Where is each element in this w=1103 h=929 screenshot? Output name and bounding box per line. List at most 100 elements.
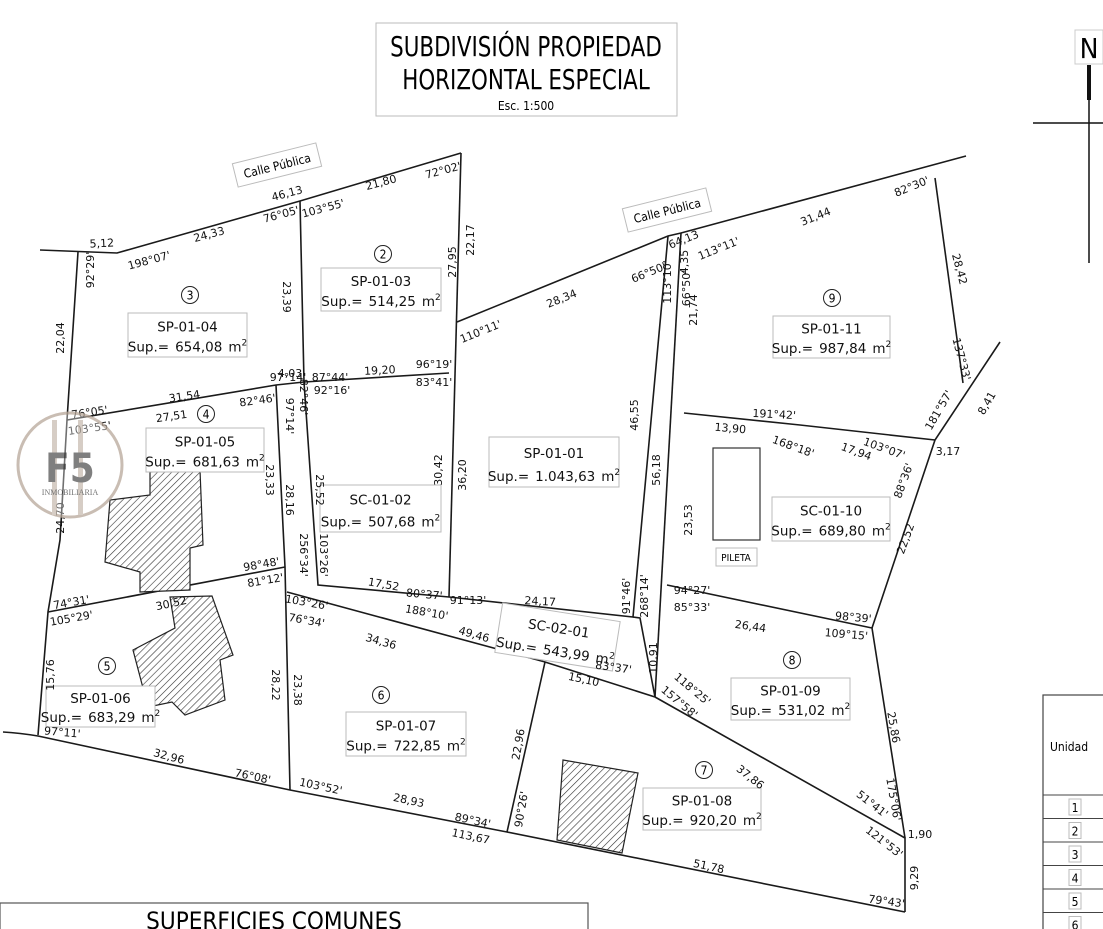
length-dimension: 15,10 xyxy=(567,670,601,689)
unit-code: SP-01-03 xyxy=(351,274,412,290)
length-dimension: 27,95 xyxy=(446,246,459,278)
area-exponent: 2 xyxy=(885,340,891,350)
length-dimension: 22,52 xyxy=(894,522,917,556)
street-label-2: Calle Pública xyxy=(621,187,713,233)
units-table-row: 4 xyxy=(1072,872,1079,886)
length-dimension: 28,16 xyxy=(283,484,296,516)
area-value: 654,08 xyxy=(175,340,222,356)
length-dimension: 23,38 xyxy=(291,674,304,706)
area-unit: m xyxy=(872,524,885,540)
lot-number-circle xyxy=(181,286,199,304)
area-prefix: Sup.= xyxy=(772,341,813,357)
scale-label: Esc. 1:500 xyxy=(498,99,554,113)
angle-dimension: 113°11' xyxy=(696,235,741,263)
angle-dimension: 91°13' xyxy=(450,594,487,607)
length-dimension: 10,91 xyxy=(647,642,660,674)
area-prefix: Sup.= xyxy=(321,294,362,310)
unit-code: SP-01-06 xyxy=(70,691,131,707)
area-unit: m xyxy=(141,710,154,726)
title-block: SUBDIVISIÓN PROPIEDAD HORIZONTAL ESPECIA… xyxy=(375,22,678,117)
unit-code: SP-01-05 xyxy=(175,434,236,450)
angle-dimension: 181°57' xyxy=(922,388,955,432)
area-prefix: Sup.= xyxy=(771,524,812,540)
unit-code: SC-01-02 xyxy=(349,493,411,509)
area-value: 514,25 xyxy=(369,294,416,310)
length-dimension: 23,53 xyxy=(682,504,695,536)
length-dimension: 51,78 xyxy=(692,857,726,876)
angle-dimension: 191°42' xyxy=(752,407,796,422)
area-unit: m xyxy=(872,341,885,357)
area-value: 507,68 xyxy=(368,514,415,530)
unit-code: SP-01-07 xyxy=(376,718,437,734)
angle-dimension: 88°36' xyxy=(891,461,916,500)
angle-dimension: 103°52' xyxy=(298,776,343,798)
area-unit: m xyxy=(246,455,259,471)
common-areas-table: SUPERFICIES COMUNES xyxy=(0,902,589,929)
angle-dimension: 98°39' xyxy=(835,609,873,625)
area-unit: m xyxy=(228,340,241,356)
area-value: 722,85 xyxy=(394,739,441,755)
logo-mark: F5 xyxy=(45,446,95,492)
angle-dimension: 103°55' xyxy=(300,197,345,221)
north-arrow-icon: N xyxy=(1033,29,1103,263)
length-dimension: 19,20 xyxy=(364,363,396,378)
angle-dimension: 97°14' xyxy=(283,398,296,435)
length-dimension: 36,20 xyxy=(456,459,469,491)
lot-number-circle xyxy=(783,651,801,669)
angle-dimension: 113°10' xyxy=(661,260,674,304)
area-value: 987,84 xyxy=(819,341,866,357)
angle-dimension: 74°31' xyxy=(52,593,90,612)
area-value: 531,02 xyxy=(778,703,825,719)
unit-code: SP-01-09 xyxy=(760,684,821,700)
area-value: 683,29 xyxy=(88,710,135,726)
length-dimension: 8,41 xyxy=(975,389,999,417)
north-label: N xyxy=(1080,32,1099,65)
length-dimension: 22,04 xyxy=(54,322,67,354)
lot-number-circle xyxy=(98,657,116,675)
title-line-2: HORIZONTAL ESPECIAL xyxy=(402,64,650,96)
units-table-row: 1 xyxy=(1072,801,1079,815)
length-dimension: 27,51 xyxy=(155,408,188,425)
angle-dimension: 79°43' xyxy=(867,893,905,911)
area-exponent: 2 xyxy=(608,651,615,662)
angle-dimension: 256°34' xyxy=(297,533,310,577)
length-dimension: 64,13 xyxy=(667,228,701,252)
company-logo: F5 INMOBILIARIA xyxy=(16,411,124,519)
lot-number-circle xyxy=(197,405,215,423)
area-prefix: Sup.= xyxy=(346,739,387,755)
angle-dimension: 85°33' xyxy=(674,601,711,614)
length-dimension: 30,52 xyxy=(155,594,189,613)
unit-code: SC-01-10 xyxy=(800,503,862,519)
length-dimension: 22,17 xyxy=(464,224,477,256)
unit-code: SP-01-11 xyxy=(801,322,862,338)
angle-dimension: 92°16' xyxy=(314,384,351,397)
length-dimension: 21,80 xyxy=(364,172,398,193)
area-unit: m xyxy=(422,294,435,310)
area-exponent: 2 xyxy=(259,454,265,464)
length-dimension: 34,36 xyxy=(364,631,398,652)
area-exponent: 2 xyxy=(434,513,440,523)
angle-dimension: 198°07' xyxy=(126,249,171,273)
title-line-1: SUBDIVISIÓN PROPIEDAD xyxy=(390,29,662,63)
angle-dimension: 76°05' xyxy=(71,404,109,422)
area-value: 689,80 xyxy=(819,524,866,540)
angle-dimension: 87°44' xyxy=(312,371,349,384)
unit-code: SP-01-04 xyxy=(157,319,218,335)
angle-dimension: 90°26' xyxy=(512,790,531,828)
angle-dimension: 188°10' xyxy=(404,602,449,622)
